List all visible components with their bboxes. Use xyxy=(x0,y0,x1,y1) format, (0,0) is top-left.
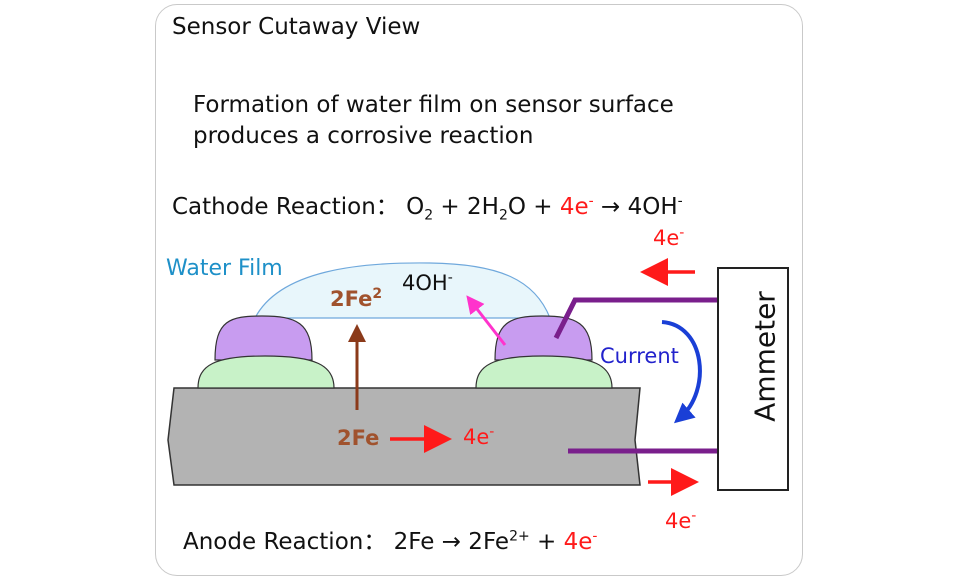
cathode-wire xyxy=(553,297,735,340)
electron-label-bottom: 4e- xyxy=(665,508,697,533)
current-arrow xyxy=(661,320,702,424)
anode-equation: 2Fe → 2Fe2+ + 4e- xyxy=(393,528,598,555)
water-film-label: Water Film xyxy=(166,256,283,281)
right-electrode-base xyxy=(475,355,613,389)
cathode-reaction: Cathode Reaction： O2 + 2H2O + 4e- → 4OH- xyxy=(172,187,683,224)
iron-source-label: 2Fe xyxy=(337,426,380,450)
metal-substrate xyxy=(167,387,641,486)
anode-label: Anode Reaction： xyxy=(183,529,387,555)
cathode-electrons: 4e- xyxy=(559,193,594,220)
current-label: Current xyxy=(600,344,679,368)
left-electrode-cap xyxy=(214,315,313,361)
hydroxide-arrow xyxy=(466,295,507,346)
anode-electrons: 4e- xyxy=(563,528,598,555)
description: Formation of water film on sensor surfac… xyxy=(193,90,674,152)
hydroxide-label: 4OH- xyxy=(402,270,453,295)
iron-ion-label: 2Fe2 xyxy=(330,286,383,311)
ammeter: Ammeter xyxy=(749,280,782,422)
anode-reaction: Anode Reaction： 2Fe → 2Fe2+ + 4e- xyxy=(183,522,597,556)
ammeter-box xyxy=(717,267,789,491)
electron-label-top: 4e- xyxy=(653,225,685,250)
right-electrode-cap xyxy=(494,315,593,361)
description-line-2: produces a corrosive reaction xyxy=(193,123,534,149)
description-line-1: Formation of water film on sensor surfac… xyxy=(193,92,674,118)
ammeter-label: Ammeter xyxy=(748,291,782,422)
diagram-title: Sensor Cutaway View xyxy=(172,14,421,40)
cathode-equation: O2 + 2H2O + 4e- → 4OH- xyxy=(406,193,683,224)
electron-label-metal: 4e- xyxy=(463,424,495,449)
cathode-label: Cathode Reaction： xyxy=(172,194,399,220)
left-electrode-base xyxy=(197,355,335,389)
